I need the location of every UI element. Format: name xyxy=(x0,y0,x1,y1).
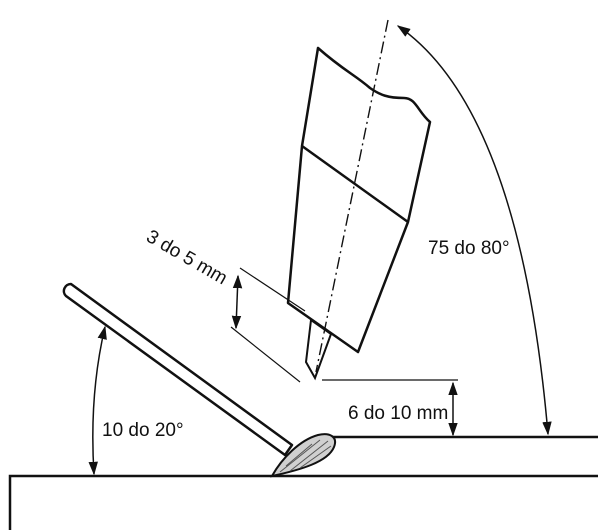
stickout-dimension xyxy=(230,267,306,383)
rod-angle-arc xyxy=(88,325,107,476)
gap-label: 6 do 10 mm xyxy=(348,403,448,424)
filler-rod xyxy=(62,282,294,457)
torch-angle-label: 75 do 80° xyxy=(428,238,510,259)
torch-axis-line xyxy=(315,19,389,373)
rod-angle-label: 10 do 20° xyxy=(102,420,184,441)
torch-angle-arc xyxy=(396,25,552,436)
torch-nozzle xyxy=(286,46,432,354)
base-plate xyxy=(8,474,598,530)
stickout-label: 3 do 5 mm xyxy=(143,226,231,289)
weld-pool xyxy=(270,433,336,478)
